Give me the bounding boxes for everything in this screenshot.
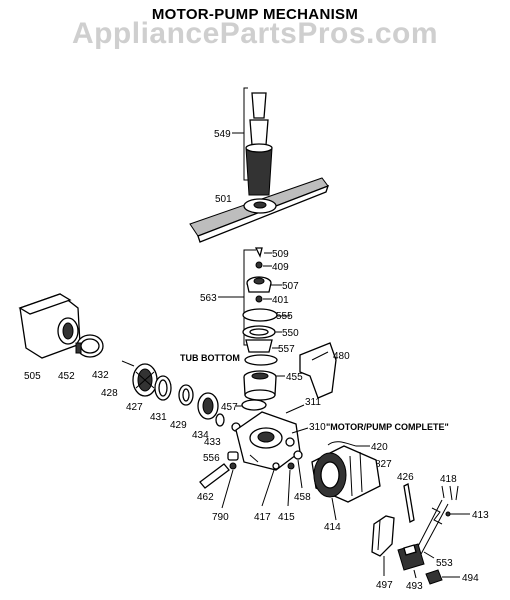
part-494[interactable] [425,569,443,585]
callout-420: 420 [371,442,388,453]
callout-509: 509 [272,249,289,260]
part-457[interactable] [241,399,267,411]
part-401[interactable] [255,295,263,303]
part-501-spray-arm[interactable] [189,177,330,243]
callout-563: 563 [200,293,217,304]
part-555[interactable] [242,308,278,322]
callout-431: 431 [150,412,167,423]
callout-409: 409 [272,262,289,273]
callout-494: 494 [462,573,479,584]
callout-553: 553 [436,558,453,569]
callout-426: 426 [397,472,414,483]
callout-413: 413 [472,510,489,521]
callout-417: 417 [254,512,271,523]
part-427[interactable] [154,375,172,401]
part-509[interactable] [254,247,263,258]
callout-827: 827 [375,459,392,470]
part-550[interactable] [242,325,276,339]
callout-401: 401 [272,295,289,306]
part-455[interactable] [243,370,277,401]
watermark: AppliancePartsPros.com [71,17,439,50]
part-505-housing[interactable] [18,293,81,359]
diagram-title: MOTOR-PUMP MECHANISM [151,6,359,23]
part-409[interactable] [255,261,263,269]
callout-462: 462 [197,492,214,503]
callout-557: 557 [278,344,295,355]
callout-480: 480 [333,351,350,362]
callout-455: 455 [286,372,303,383]
callout-501: 501 [215,194,232,205]
callout-458: 458 [294,492,311,503]
part-429[interactable] [197,392,219,420]
part-458[interactable] [293,450,303,460]
part-452-clamp[interactable] [75,334,104,358]
callout-418: 418 [440,474,457,485]
part-426[interactable] [403,483,415,523]
callout-505: 505 [24,371,41,382]
callout-433: 433 [204,437,221,448]
part-415[interactable] [287,462,295,470]
callout-429: 429 [170,420,187,431]
callout-555: 555 [276,311,293,322]
part-428-impeller[interactable] [132,363,158,397]
part-557[interactable] [245,339,273,353]
part-790[interactable] [229,462,237,470]
callout-550: 550 [282,328,299,339]
tub-bottom-label: TUB BOTTOM [180,353,240,363]
callout-493: 493 [406,581,423,592]
callout-434: 434 [192,430,209,441]
callout-432: 432 [92,370,109,381]
part-556[interactable] [227,451,239,461]
part-493-switch[interactable] [397,543,425,571]
part-431[interactable] [178,384,194,406]
callout-415: 415 [278,512,295,523]
callout-549: 549 [214,129,231,140]
callout-428: 428 [101,388,118,399]
motor-pump-complete-label: "MOTOR/PUMP COMPLETE" [326,422,449,432]
callout-457: 457 [221,402,238,413]
callout-507: 507 [282,281,299,292]
part-434[interactable] [215,413,225,427]
part-311-pump-body[interactable] [235,411,301,471]
callout-497: 497 [376,580,393,591]
callout-452: 452 [58,371,75,382]
part-462[interactable] [199,463,230,489]
part-420[interactable] [327,441,357,447]
callout-556: 556 [203,453,220,464]
callout-311: 311 [305,397,321,408]
part-549-nozzle[interactable] [245,92,273,196]
callout-310: 310 [309,422,326,433]
callout-790: 790 [212,512,229,523]
part-414-motor[interactable] [311,445,381,503]
part-480[interactable] [299,342,337,399]
part-497-bracket[interactable] [371,515,395,557]
tub-bottom-ring [244,354,278,366]
part-417[interactable] [272,462,280,470]
callout-414: 414 [324,522,341,533]
part-507[interactable] [246,276,272,293]
callout-427: 427 [126,402,143,413]
